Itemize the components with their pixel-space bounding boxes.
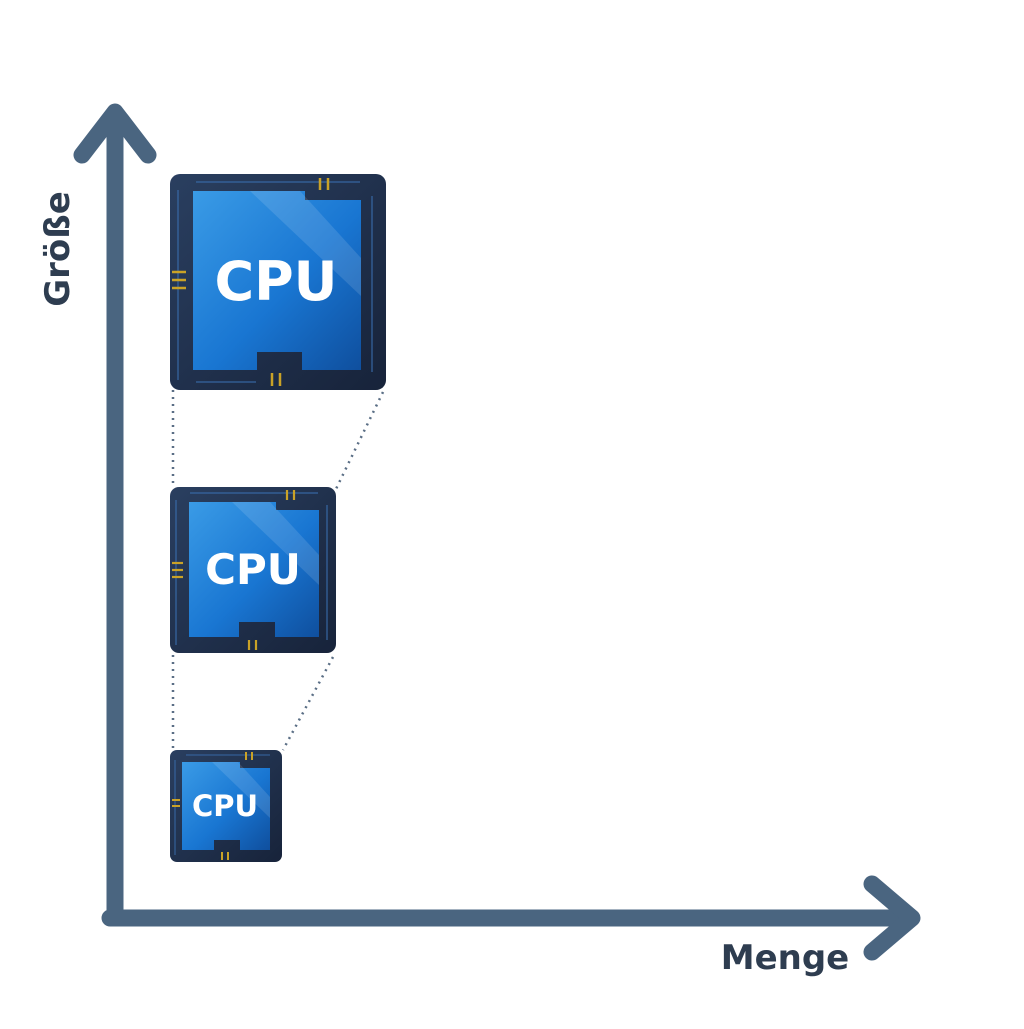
x-axis-arrow xyxy=(863,875,921,961)
chip-pins xyxy=(172,752,253,860)
chip-pins xyxy=(172,178,330,386)
cpu-chip-small: CPU xyxy=(170,750,282,862)
connector-lines xyxy=(171,390,385,751)
chip-label-small: CPU xyxy=(192,789,258,823)
chip-pins xyxy=(172,490,296,650)
cpu-chip-medium: CPU xyxy=(170,487,336,653)
chip-label-medium: CPU xyxy=(205,545,301,594)
y-axis-label: Größe xyxy=(38,191,78,307)
cpu-chip-large: CPU xyxy=(170,174,386,390)
connector-line-right-1 xyxy=(334,391,385,490)
chip-label-large: CPU xyxy=(214,250,337,313)
axes xyxy=(73,103,921,961)
x-axis-label: Menge xyxy=(720,938,850,978)
connector-line-right-2 xyxy=(281,656,335,751)
